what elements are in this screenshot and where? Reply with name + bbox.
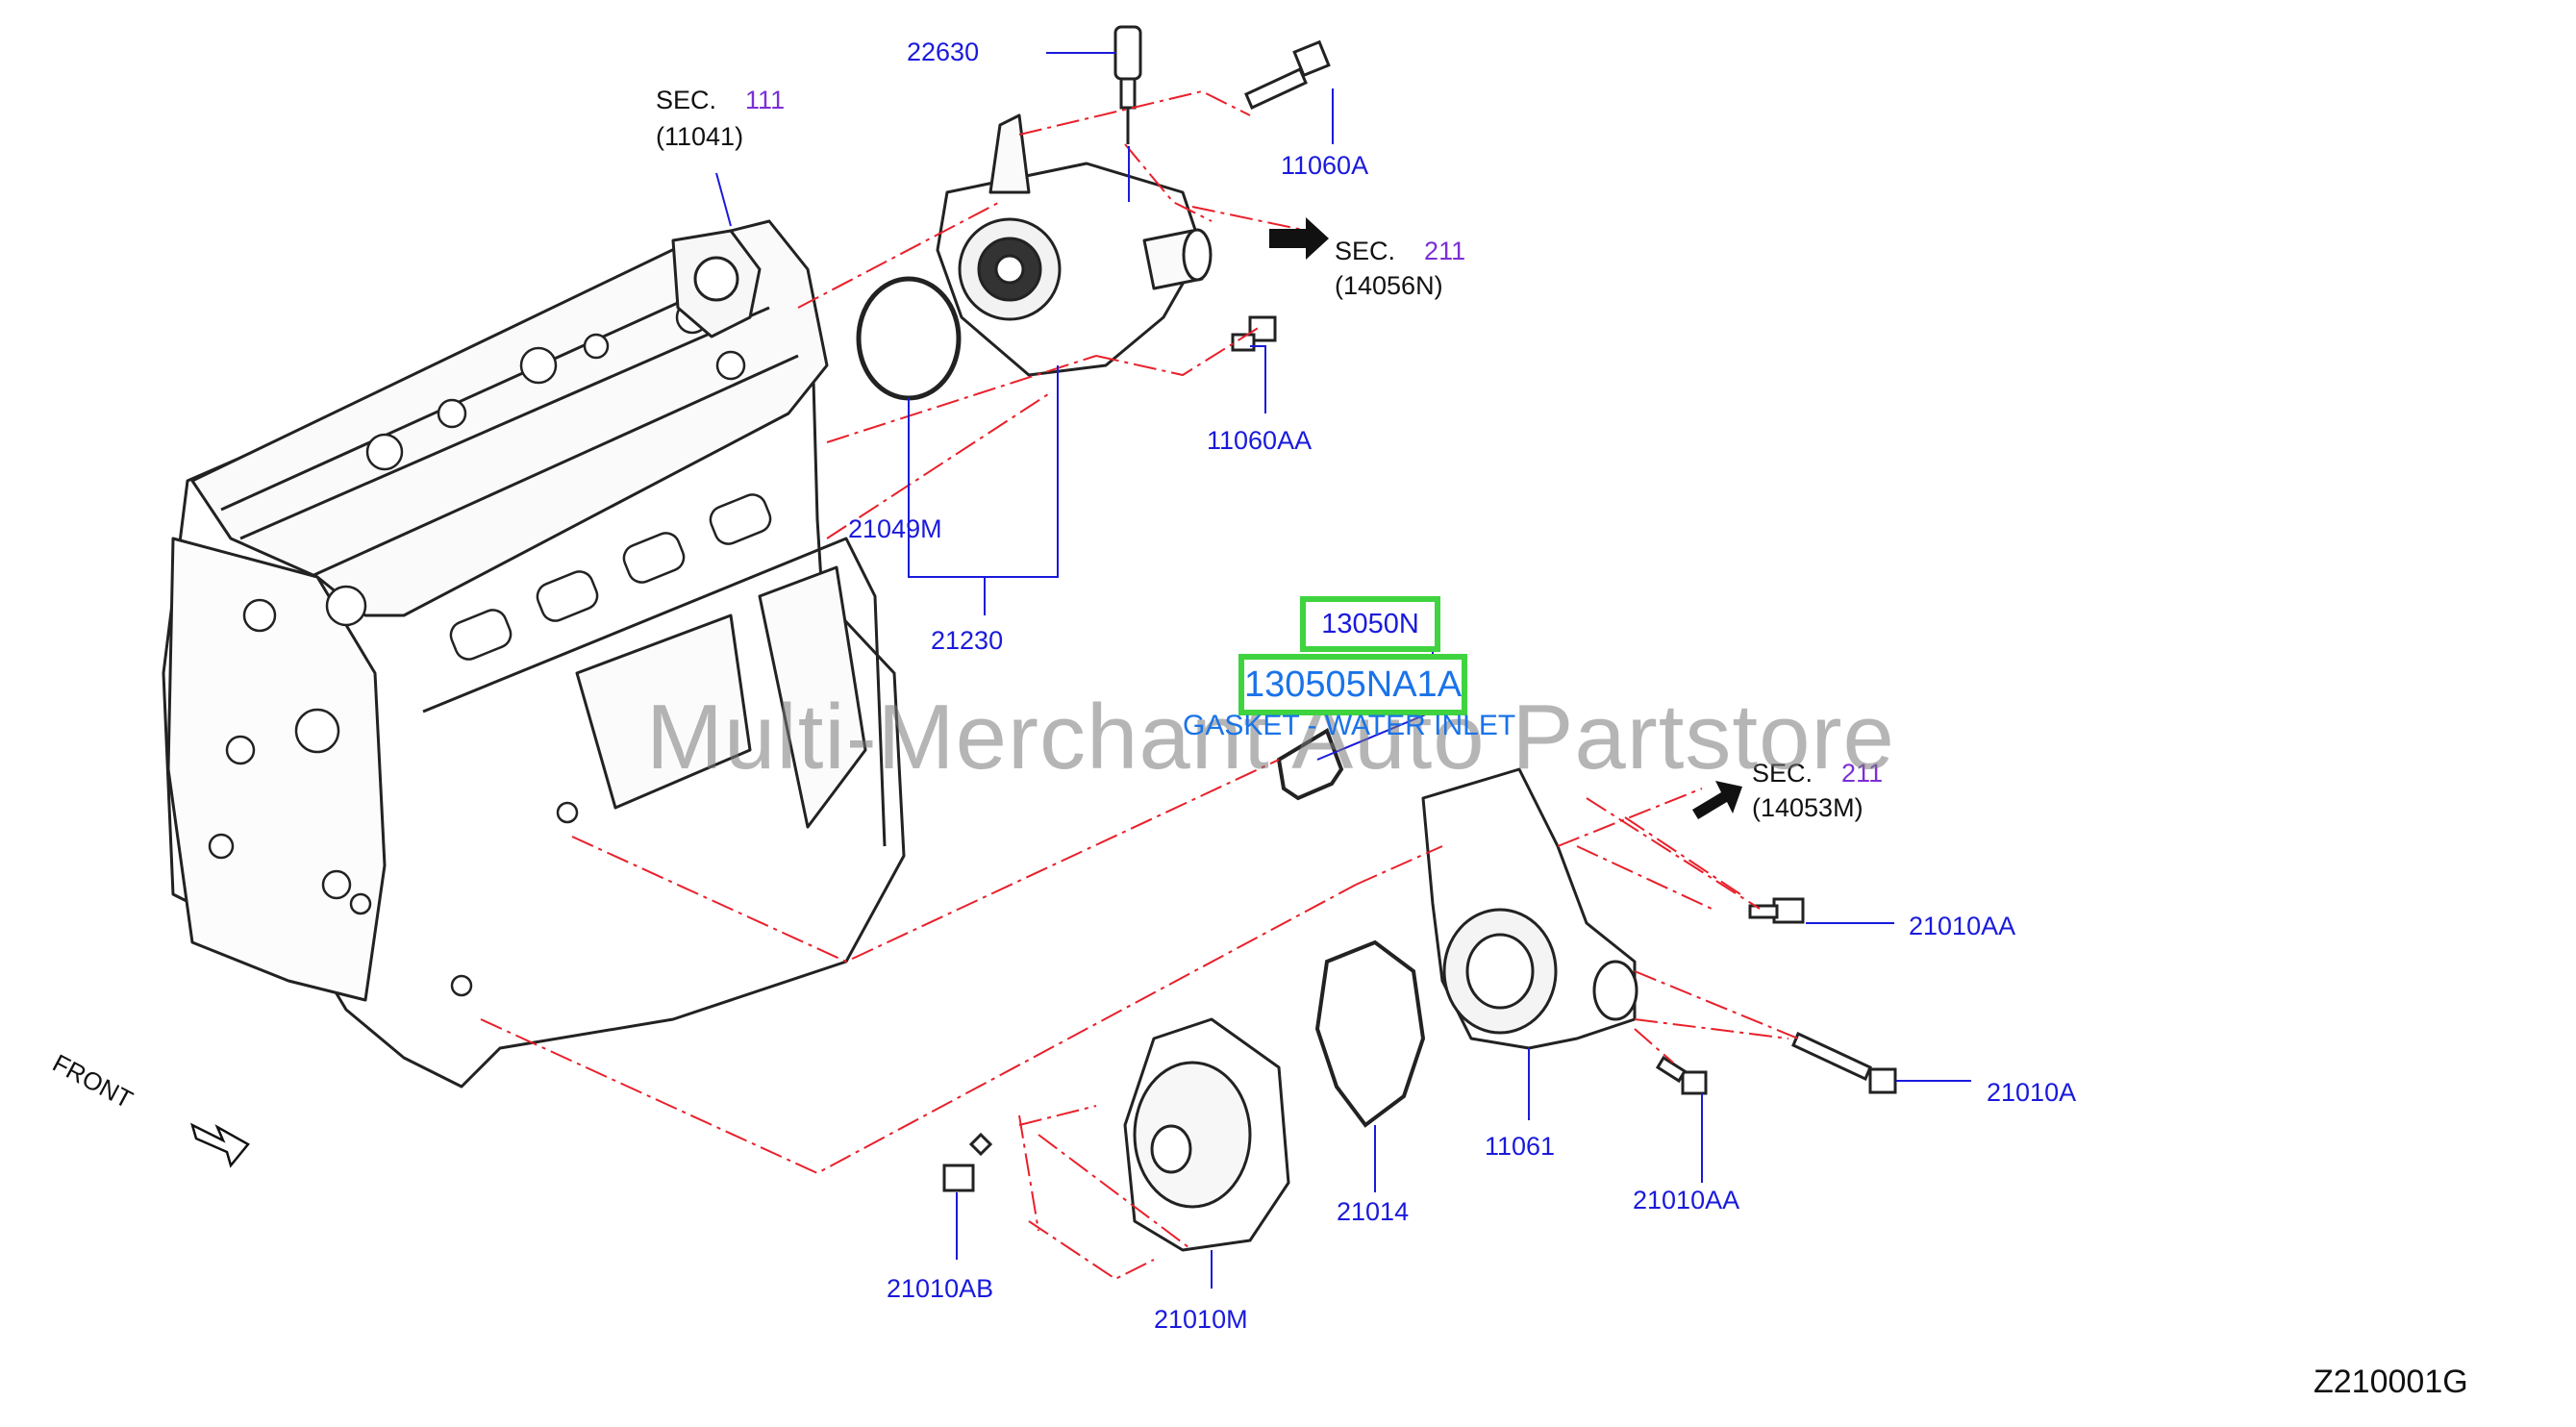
sec-ref-211-top-subpart: (14056N)	[1335, 271, 1443, 300]
water-pump	[1123, 1017, 1290, 1252]
water-outlet-assembly	[936, 113, 1213, 377]
sec-ref-211-top[interactable]: SEC. 211	[1335, 236, 1465, 266]
sec-ref-211-top-prefix: SEC.	[1335, 237, 1396, 265]
sec-ref-111-subpart: (11041)	[656, 122, 744, 151]
callout-11060aa[interactable]: 11060AA	[1207, 426, 1313, 455]
bolt-21010ab	[942, 1132, 993, 1192]
callout-21010m[interactable]: 21010M	[1154, 1305, 1248, 1334]
callout-21014[interactable]: 21014	[1337, 1197, 1410, 1226]
callout-11060a[interactable]: 11060A	[1281, 151, 1369, 180]
callout-21230[interactable]: 21230	[931, 626, 1004, 655]
engine-block	[162, 219, 906, 1089]
callout-11061[interactable]: 11061	[1485, 1132, 1556, 1161]
bolt-11060a	[1244, 39, 1331, 111]
assembly-lines	[480, 89, 1799, 1281]
highlight-part-number[interactable]: 130505NA1A	[1238, 654, 1467, 715]
callout-22630[interactable]: 22630	[907, 38, 980, 66]
gasket-21014	[1314, 939, 1426, 1128]
o-ring-21049m	[856, 276, 962, 401]
callout-21010a[interactable]: 21010A	[1987, 1078, 2077, 1107]
bolt-21010aa-lower	[1655, 1055, 1708, 1095]
sec-ref-211-mid-number: 211	[1841, 759, 1884, 788]
bolt-21010a	[1791, 1031, 1897, 1094]
bolt-21010aa-upper	[1748, 897, 1805, 924]
gasket-13050n	[1276, 728, 1344, 801]
sec-ref-111-number: 111	[745, 86, 786, 114]
sec-ref-111-prefix: SEC.	[656, 86, 717, 114]
sec-ref-211-mid-prefix: SEC.	[1752, 759, 1813, 788]
callout-21049m[interactable]: 21049M	[848, 514, 942, 543]
sec-ref-111[interactable]: SEC. 111	[656, 85, 785, 115]
sec-ref-211-top-number: 211	[1424, 237, 1466, 265]
arrow-sec211-mid	[1692, 781, 1742, 819]
highlight-13050n[interactable]: 13050N	[1300, 596, 1440, 652]
bolt-11060aa	[1231, 315, 1277, 352]
part-description: GASKET - WATER INLET	[1183, 710, 1516, 741]
arrow-sec211-top	[1269, 217, 1329, 260]
highlight-13050n-label: 13050N	[1321, 608, 1419, 639]
temperature-sensor	[1113, 25, 1142, 144]
sec-ref-211-mid[interactable]: SEC. 211	[1752, 758, 1883, 789]
callout-21010aa-upper[interactable]: 21010AA	[1909, 912, 2016, 940]
sec-ref-211-mid-subpart: (14053M)	[1752, 793, 1863, 822]
water-inlet-housing	[1421, 767, 1638, 1050]
front-arrow-icon	[190, 1122, 250, 1168]
highlight-part-number-label: 130505NA1A	[1243, 663, 1463, 705]
diagram-code: Z210001G	[2313, 1364, 2468, 1400]
callout-21010aa-lower[interactable]: 21010AA	[1633, 1186, 1740, 1214]
callout-21010ab[interactable]: 21010AB	[887, 1274, 994, 1303]
